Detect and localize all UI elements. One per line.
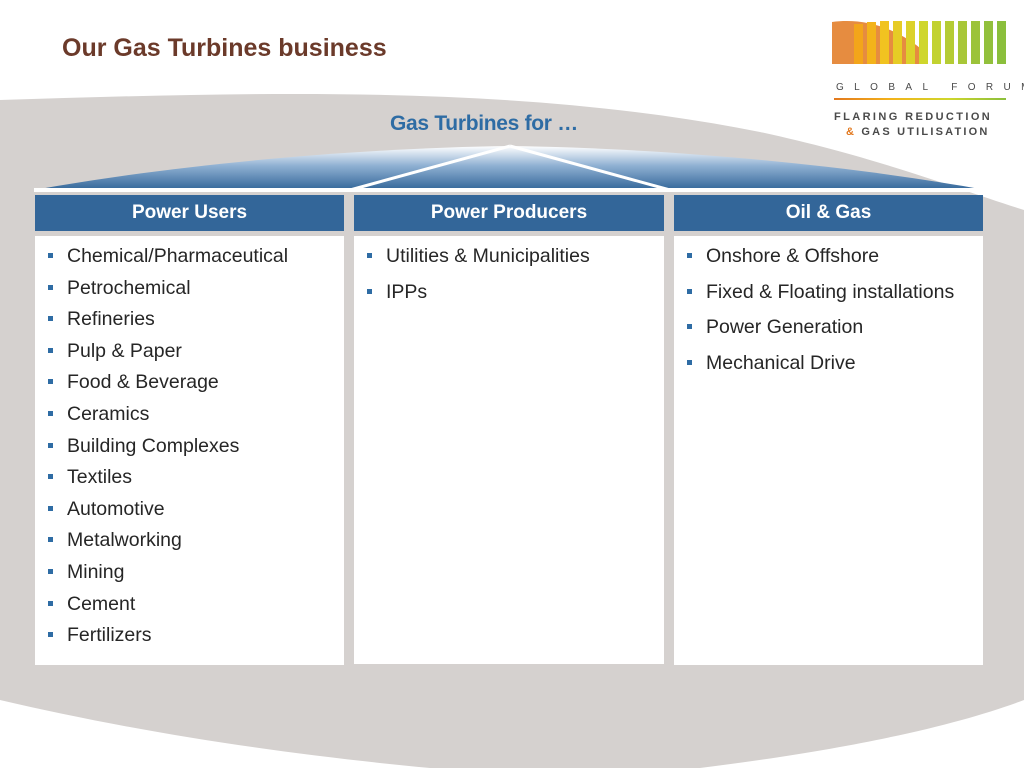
section-subtitle: Gas Turbines for … [390,112,578,135]
square-bullet-icon [48,410,53,416]
list-item: Textiles [47,465,334,489]
square-bullet-icon [48,379,53,385]
column-header-power-producers: Power Producers [354,195,664,231]
list-item-text: Chemical/Pharmaceutical [67,245,289,267]
list-item-text: Mining [67,560,125,583]
list-item: IPPs [366,280,654,304]
list-item: Ceramics [47,402,334,426]
slide-title: Our Gas Turbines business [62,34,387,62]
square-bullet-icon [367,288,372,294]
list-item-text: Building Complexes [67,434,240,457]
square-bullet-icon [687,324,692,329]
square-bullet-icon [48,284,53,290]
global-forum-logo: GLOBAL FORUM FLARING REDUCTION & GAS UTI… [832,18,1024,138]
logo-text-gas-utilisation: & GAS UTILISATION [846,126,1016,138]
list-item-text: Metalworking [67,529,182,552]
list-item: Automotive [47,497,334,521]
list-item-text: Textiles [67,466,133,489]
list-item: Cement [47,592,334,616]
square-bullet-icon [687,253,692,258]
list-item: Pulp & Paper [47,339,334,363]
logo-stripes-icon [832,21,1006,64]
list-item: Fixed & Floating installations [686,280,973,304]
list-item-text: Fertilizers [67,624,152,647]
roof-graphic [34,144,986,192]
list-item-text: IPPs [386,280,428,303]
list-item-text: Mechanical Drive [706,351,856,374]
list-item-text: Fixed & Floating installations [706,280,955,303]
logo-text-flaring-reduction: FLARING REDUCTION [834,111,993,123]
list-item-text: Cement [67,592,136,615]
square-bullet-icon [48,474,53,480]
list-item-text: Automotive [67,497,165,520]
logo-divider [834,98,1006,100]
square-bullet-icon [367,253,372,258]
list-item: Power Generation [686,315,973,339]
square-bullet-icon [48,442,53,448]
list-item: Mechanical Drive [686,351,973,375]
list-item-text: Pulp & Paper [67,339,182,362]
logo-text-global-forum: GLOBAL FORUM [836,82,1024,93]
square-bullet-icon [48,600,53,606]
list-item: Onshore & Offshore [686,244,973,268]
list-item-text: Power Generation [706,316,864,338]
square-bullet-icon [687,359,692,365]
list-item-text: Refineries [67,308,155,331]
list-item: Metalworking [47,528,334,552]
square-bullet-icon [48,316,53,322]
square-bullet-icon [48,537,53,543]
column-header-power-users: Power Users [35,195,344,231]
square-bullet-icon [48,568,53,574]
square-bullet-icon [687,288,692,294]
list-item: Building Complexes [47,434,334,458]
list-item: Chemical/Pharmaceutical [47,244,334,268]
list-item: Petrochemical [47,276,334,300]
logo-ampersand: & [846,126,857,138]
list-item-text: Utilities & Municipalities [386,245,590,267]
list-item-text: Petrochemical [67,276,191,299]
square-bullet-icon [48,505,53,511]
list-item-text: Onshore & Offshore [706,245,880,267]
list-item: Mining [47,560,334,584]
list-item: Utilities & Municipalities [366,244,654,268]
list-item: Refineries [47,307,334,331]
square-bullet-icon [48,253,53,258]
square-bullet-icon [48,632,53,638]
list-item: Food & Beverage [47,370,334,394]
list-item: Fertilizers [47,623,334,647]
square-bullet-icon [48,347,53,353]
list-item-text: Ceramics [67,402,150,425]
list-item-text: Food & Beverage [67,371,219,394]
logo-text-gas: GAS UTILISATION [861,126,990,138]
column-header-oil-gas: Oil & Gas [674,195,983,231]
